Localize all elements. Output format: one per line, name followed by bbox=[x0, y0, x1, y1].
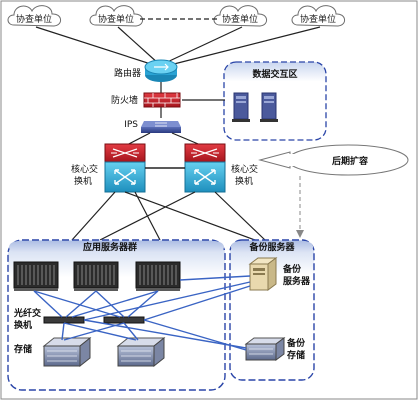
storage-label: 存储 bbox=[14, 343, 32, 355]
firewall-label: 防火墙 bbox=[111, 94, 138, 106]
fiber-switch-label-2: 换机 bbox=[14, 319, 32, 331]
cloud-links bbox=[35, 18, 321, 67]
fiber-links bbox=[33, 275, 251, 351]
core-switch-right-label-2: 换机 bbox=[235, 175, 253, 187]
storage-array-icon bbox=[116, 336, 166, 368]
cloud-node: 协查单位 bbox=[89, 5, 143, 27]
firewall-icon bbox=[143, 92, 181, 108]
cloud-node: 协查单位 bbox=[291, 5, 345, 27]
fiber-switch-label-1: 光纤交 bbox=[13, 307, 41, 319]
cloud-label: 协查单位 bbox=[16, 13, 52, 25]
backup-server-label-2: 服务器 bbox=[283, 275, 311, 287]
backup-zone-title: 备份服务器 bbox=[248, 241, 295, 253]
app-server-zone: 应用服务器群 bbox=[7, 239, 226, 391]
backup-server-label-1: 备份 bbox=[282, 263, 302, 275]
storage-array-icon bbox=[42, 336, 92, 368]
core-switch-left-icon bbox=[104, 143, 146, 193]
core-switch-right-icon bbox=[184, 143, 226, 193]
tower-server-icon bbox=[260, 92, 278, 122]
data-exchange-zone: 数据交互区 bbox=[223, 61, 327, 141]
tower-server-icon bbox=[232, 92, 250, 122]
cloud-label: 协查单位 bbox=[222, 13, 258, 25]
core-zone-links bbox=[71, 191, 266, 241]
backup-zone: 备份服务器 备份 服务器 备份 存储 bbox=[229, 239, 315, 381]
backup-server-icon bbox=[248, 257, 278, 291]
router-label: 路由器 bbox=[114, 67, 141, 79]
backup-storage-icon bbox=[244, 337, 286, 361]
blade-chassis-icon bbox=[13, 261, 59, 291]
blade-chassis-icon bbox=[135, 261, 181, 291]
data-exchange-title: 数据交互区 bbox=[252, 68, 297, 80]
expansion-callout-text: 后期扩容 bbox=[332, 155, 368, 167]
cloud-label: 协查单位 bbox=[300, 13, 336, 25]
ips-label: IPS bbox=[124, 120, 138, 130]
expansion-arrow-head bbox=[296, 230, 304, 238]
backup-storage-label-2: 存储 bbox=[287, 349, 305, 361]
router-icon bbox=[144, 59, 178, 82]
cloud-node: 协查单位 bbox=[7, 5, 61, 27]
core-switch-left-label-1: 核心交 bbox=[71, 163, 98, 175]
core-switch-left-label-2: 换机 bbox=[74, 175, 92, 187]
backup-storage-label-1: 备份 bbox=[286, 337, 306, 349]
cloud-label: 协查单位 bbox=[98, 13, 134, 25]
ips-icon bbox=[141, 121, 181, 133]
expansion-callout: 后期扩容 bbox=[258, 144, 409, 176]
cloud-node: 协查单位 bbox=[213, 5, 267, 27]
app-server-zone-title: 应用服务器群 bbox=[83, 241, 137, 253]
cloud-group: 协查单位 协查单位 协查单位 协查单位 bbox=[7, 5, 345, 27]
blade-chassis-icon bbox=[73, 261, 119, 291]
core-switch-right-label-1: 核心交 bbox=[231, 163, 258, 175]
